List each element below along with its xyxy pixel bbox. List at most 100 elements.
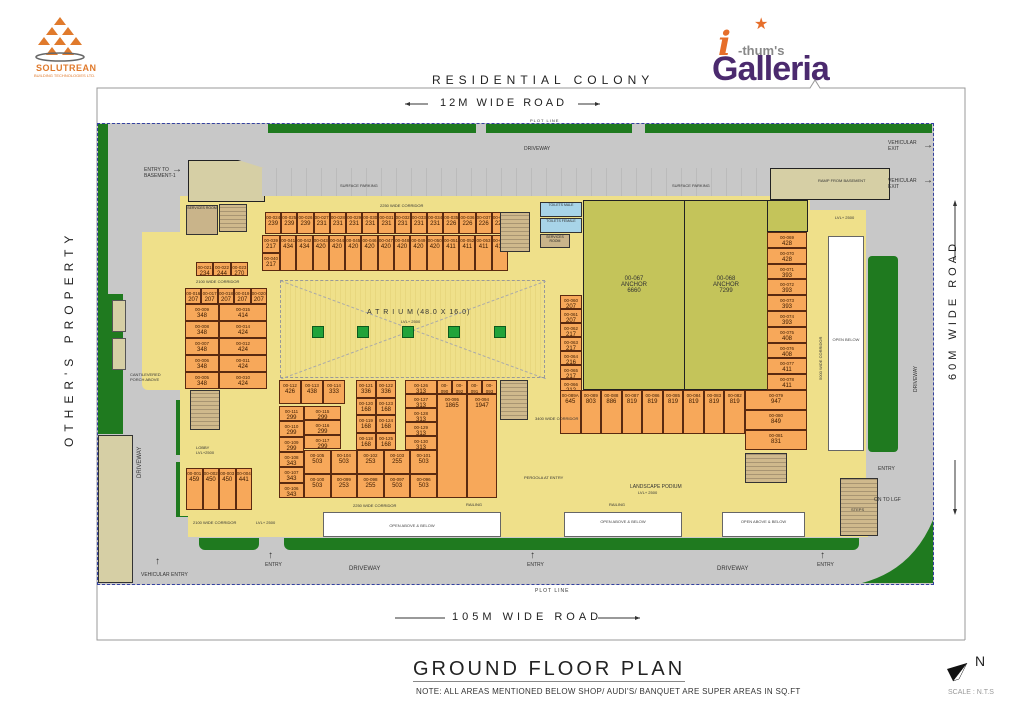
shop-unit[interactable]: 00-092290 [452, 380, 467, 394]
shop-unit[interactable]: 00-091290 [467, 380, 482, 394]
shop-unit[interactable]: 00-090290 [437, 380, 452, 394]
anchor-store-00-067[interactable]: 00-067 ANCHOR 6660 [583, 200, 685, 390]
shop-unit[interactable]: 00-093268 [482, 380, 497, 394]
